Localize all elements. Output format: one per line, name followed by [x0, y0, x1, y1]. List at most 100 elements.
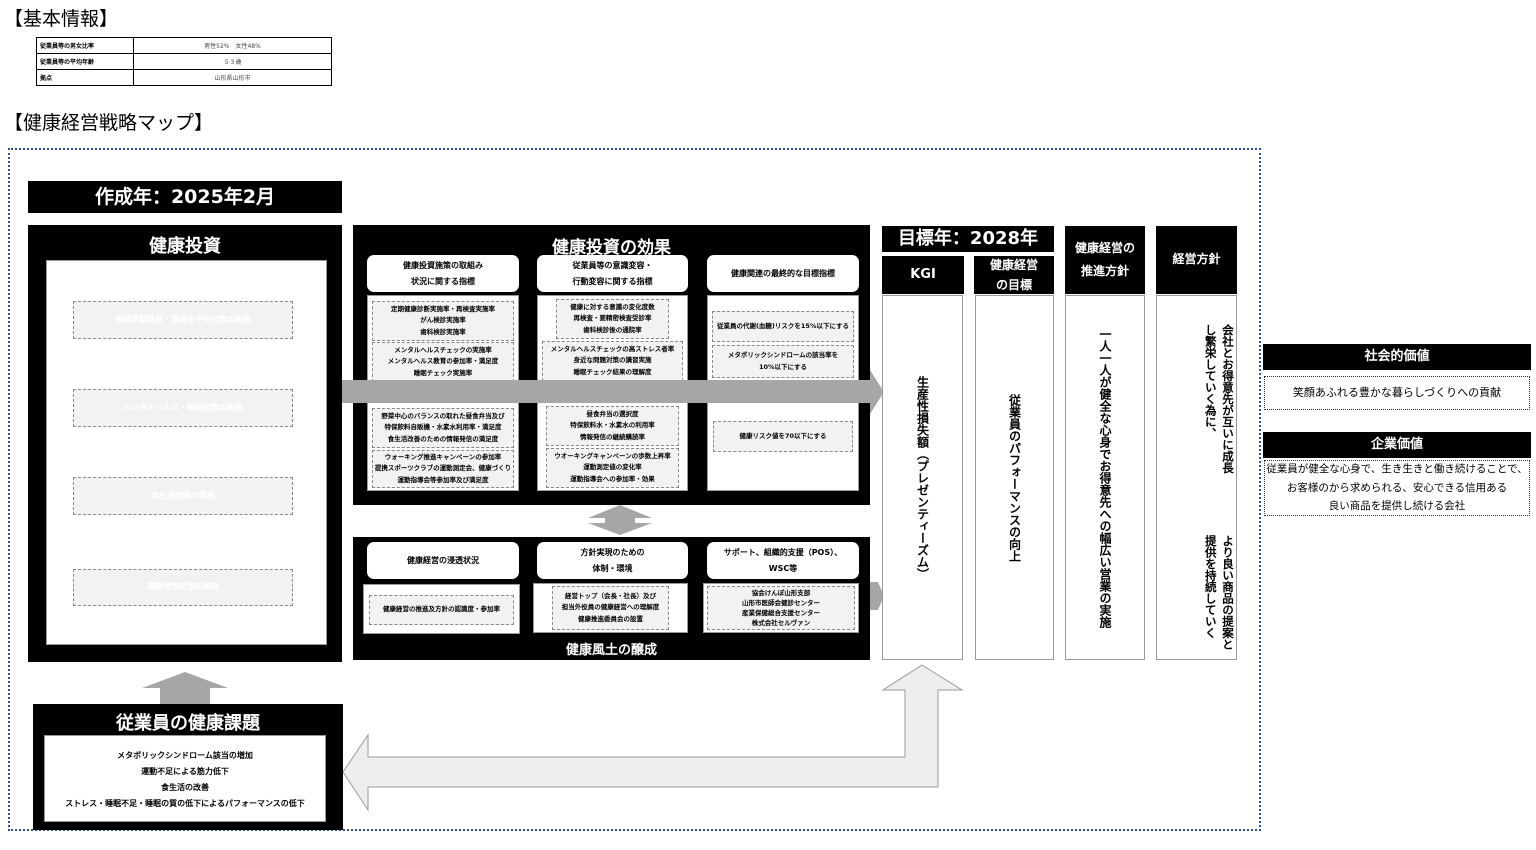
culture-col-body: 経営トップ（会長・社長）及び担当外役員の健康経営への理解度健康推進委員会の設置: [533, 583, 688, 633]
corporate-value-header: 企業価値: [1263, 432, 1531, 458]
strategy-map-frame: [8, 148, 1261, 831]
issues-list: メタボリックシンドローム該当の増加 運動不足による筋力低下 食生活の改善 ストレ…: [44, 735, 326, 822]
header-line: の目標: [995, 278, 1032, 292]
indicator: 健康経営の推進及方針の認識度・参加率: [383, 605, 500, 614]
issue-item: 運動不足による筋力低下: [141, 767, 229, 776]
indicator-group: 定期健康診断実施率・再検査実施率がん検診実施率歯科検診実施率: [372, 301, 514, 341]
indicator-group: 従業員の代謝(血糖)リスクを15%以下にする: [712, 311, 854, 342]
culture-col-header: 健康経営の浸透状況: [367, 542, 519, 579]
kgi-header: KGI: [882, 256, 964, 294]
effects-col-header: 健康投資施策の取組み状況に関する指標: [367, 255, 519, 292]
goal-body: 従業員のパフォーマンスの向上: [975, 295, 1054, 660]
mgmt-line: 会社とお得意先が互いに成長し繁栄していく為に、: [1203, 324, 1235, 474]
indicator-group: 健康に対する意識の変化度数再検査・要精密検査受診率歯科検診後の通院率: [556, 299, 669, 339]
indicator-group: ウォーキング推進キャンペーンの参加率提携スポーツクラブの運動測定会、健康づくり運…: [372, 450, 514, 488]
header-line: サポート、組織的支援（POS）、: [723, 548, 843, 558]
investment-item: 運動習慣対策の実施: [73, 569, 293, 606]
indicator-group: 野菜中心のバランスの取れた昼食弁当及び特保飲料自販機・水素水利用率・満足度食生活…: [372, 408, 514, 448]
kgi-body: 生産性損失額（プレゼンティーズム）: [882, 295, 963, 660]
goal-header: 健康経営の目標: [974, 256, 1054, 294]
small-arrow: [870, 582, 884, 610]
indicator: 歯科検診後の通院率: [583, 325, 642, 334]
row-value: 山形県山形市: [133, 69, 332, 86]
value-line: 良い商品を提供し続ける会社: [1328, 500, 1466, 513]
effects-title: 健康投資の効果: [552, 238, 671, 258]
header-line: 健康経営: [989, 257, 1038, 272]
indicator: 健康リスク値を70以下にする: [739, 431, 827, 440]
issue-item: メタボリックシンドローム該当の増加: [117, 751, 253, 760]
effects-col-header: 健康関連の最終的な目標指標: [707, 255, 859, 292]
indicator: 株式会社セルヴァン: [751, 619, 811, 628]
created-year: 作成年：2025年2月: [28, 181, 342, 213]
value-line: お客様のから求められる、安心できる信用ある: [1286, 481, 1508, 494]
indicator: 定期健康診断実施率・再検査実施率: [391, 304, 495, 313]
mgmt-line: より良い商品の提案と提供を持続していく: [1203, 534, 1235, 650]
indicator: 食生活改善のための情報発信の満足度: [387, 434, 499, 443]
map-title: 【健康経営戦略マップ】: [4, 112, 214, 134]
social-value-header: 社会的価値: [1263, 344, 1531, 370]
header-line: 行動変容に関する指標: [572, 276, 653, 286]
issues-panel: 従業員の健康課題 メタボリックシンドローム該当の増加 運動不足による筋力低下 食…: [33, 704, 343, 830]
culture-col-header: サポート、組織的支援（POS）、 WSC等: [707, 542, 859, 579]
indicator-group: メンタルヘルスチェックの高ストレス者率身近な問題対策の講習実施睡眠チェック結果の…: [542, 341, 683, 381]
indicator: メンタルヘルス教育の参加率・満足度: [387, 357, 499, 366]
policy-text: 一人一人が健全な心身でお得意先への幅広い営業の実施: [1098, 327, 1112, 628]
indicator: 再検査・要精密検査受診率: [573, 314, 652, 323]
indicator: 情報発信の継続購読率: [580, 432, 645, 441]
culture-col-body: 健康経営の推進及方針の認識度・参加率: [363, 584, 520, 634]
indicator: 睡眠チェック実施率: [413, 368, 473, 377]
indicator: 運動測定値の変化率: [583, 463, 642, 472]
mgmt-text: 会社とお得意先が互いに成長し繁栄していく為に、より良い商品の提案と提供を持続して…: [1157, 296, 1236, 659]
culture-title: 健康風土の醸成: [565, 643, 657, 658]
culture-col-header: 方針実現のための体制・環境: [537, 542, 688, 579]
policy-header: 健康経営の推進方針: [1065, 226, 1145, 294]
indicator: 協会けんぽ山形支部: [751, 588, 811, 597]
header-line: 健康経営の: [1074, 241, 1135, 256]
indicator: ウオーキングキャンペーンの歩数上昇率: [554, 451, 671, 460]
kgi-text: 生産性損失額（プレゼンティーズム）: [915, 375, 930, 580]
indicator: 山形市医師会健診センター: [742, 598, 820, 607]
indicator-group: 協会けんぽ山形支部山形市医師会健診センター産業保健総合支援センター株式会社セルヴ…: [707, 586, 855, 630]
policy-body: 一人一人が健全な心身でお得意先への幅広い営業の実施: [1065, 295, 1145, 660]
value-line: 従業員が健全な心身で、生き生きと働き続けることで、: [1266, 462, 1528, 475]
indicator: 提携スポーツクラブの運動測定会、健康づくり: [374, 464, 512, 473]
issues-title: 従業員の健康課題: [116, 713, 260, 734]
header-line: 従業員等の意識変容・: [572, 261, 653, 271]
indicator: 野菜中心のバランスの取れた昼食弁当及び: [381, 411, 505, 420]
indicator: 10%以下にする: [758, 362, 808, 371]
feedback-arrow: [342, 664, 964, 812]
effects-columns: 健康投資施策の取組み状況に関する指標 従業員等の意識変容・行動変容に関する指標 …: [353, 225, 870, 505]
investment-item: 疾病早期発見・重症化予防対策の実施: [73, 301, 293, 339]
goal-text: 従業員のパフォーマンスの向上: [1007, 393, 1022, 562]
indicator-group: ウオーキングキャンペーンの歩数上昇率運動測定値の変化率運動指導会への参加率・効果: [546, 448, 679, 488]
indicator: 運動指導会への参加率・効果: [570, 474, 655, 483]
investment-item: 食生活対策の実施: [73, 477, 293, 515]
indicator: 産業保健総合支援センター: [742, 609, 820, 617]
culture-panel: 健康経営の浸透状況 方針実現のための体制・環境 サポート、組織的支援（POS）、…: [353, 537, 870, 660]
indicator: メンタルヘルスチェックの高ストレス者率: [550, 344, 675, 353]
effects-col-header: 従業員等の意識変容・行動変容に関する指標: [537, 255, 688, 292]
header-line: 方針実現のための: [580, 548, 645, 558]
indicator: 経営トップ（会長・社長）及び: [565, 591, 656, 600]
investment-title: 健康投資: [149, 236, 221, 257]
indicator: 担当外役員の健康経営への理解度: [561, 603, 660, 612]
horizontal-arrow-shaft: [342, 380, 870, 403]
indicator-group: 健康経営の推進及方針の認識度・参加率: [369, 595, 514, 625]
issue-item: 食生活の改善: [161, 783, 209, 792]
indicator: 昼食弁当の選択度: [586, 409, 639, 418]
social-value-body: 笑顔あふれる豊かな暮らしづくりへの貢献: [1264, 376, 1530, 410]
culture-col-body: 協会けんぽ山形支部山形市医師会健診センター産業保健総合支援センター株式会社セルヴ…: [703, 583, 859, 633]
header-line: WSC等: [768, 563, 798, 573]
row-label: 拠点: [36, 69, 134, 86]
indicator-group: 健康リスク値を70以下にする: [713, 421, 853, 452]
corporate-value-body: 従業員が健全な心身で、生き生きと働き続けることで、お客様のから求められる、安心で…: [1264, 460, 1530, 516]
indicator: 健康推進委員会の設置: [578, 614, 643, 623]
double-arrow: [588, 505, 652, 535]
issue-item: ストレス・睡眠不足・睡眠の質の低下によるパフォーマンスの低下: [65, 799, 305, 808]
investment-panel: 健康投資 疾病早期発見・重症化予防対策の実施 メンタルヘルス・睡眠対策の実施 食…: [28, 225, 342, 662]
indicator: 運動指導会等参加率及び満足度: [397, 475, 489, 484]
indicator: 身近な問題対策の講習実施: [573, 356, 652, 365]
indicator: メタボリックシンドロームの該当率を: [727, 351, 839, 360]
header-line: 健康投資施策の取組み: [403, 261, 483, 271]
indicator-group: メンタルヘルスチェックの実施率メンタルヘルス教育の参加率・満足度睡眠チェック実施…: [372, 342, 514, 382]
